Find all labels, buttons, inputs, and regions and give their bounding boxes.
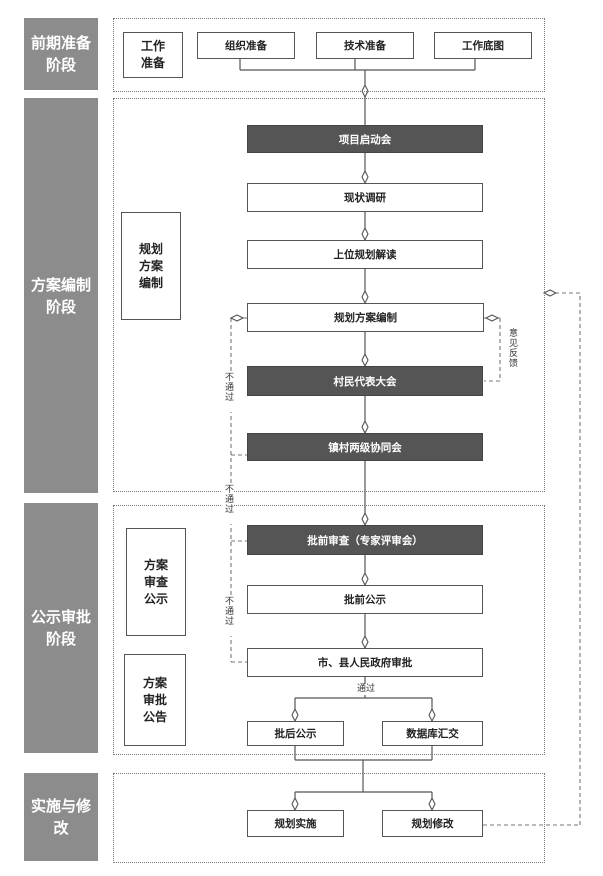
node-tech-prep-label: 技术准备 <box>344 40 386 52</box>
feedback-label: 意见反馈 <box>507 328 517 368</box>
node-upper-plan: 上位规划解读 <box>247 240 483 269</box>
node-pre-review: 批前审查（专家评审会） <box>247 525 483 555</box>
side-box-review-publicity: 方案审查公示 <box>126 528 186 636</box>
node-upper-plan-label: 上位规划解读 <box>333 249 397 261</box>
phase-prep-label: 前期准备阶段 <box>31 34 92 74</box>
node-gov-approval-label: 市、县人民政府审批 <box>317 657 413 669</box>
not-pass-label-2: 不通过 <box>222 484 233 524</box>
pass-label: 通过 <box>356 684 377 695</box>
node-tech-prep: 技术准备 <box>316 32 414 59</box>
panel-compile <box>113 98 545 492</box>
side-box-review-publicity-label: 方案审查公示 <box>143 557 168 606</box>
node-town-village-meeting-label: 镇村两级协同会 <box>328 441 402 454</box>
not-pass-label-1: 不通过 <box>222 372 233 412</box>
node-modify-plan-label: 规划修改 <box>411 818 454 830</box>
phase-prep: 前期准备阶段 <box>24 18 98 90</box>
side-box-work-prep: 工作准备 <box>123 32 183 78</box>
side-box-plan-compile-label: 规划方案编制 <box>138 241 163 290</box>
node-implement-plan: 规划实施 <box>247 810 344 837</box>
panel-prep <box>113 18 545 92</box>
node-base-map-label: 工作底图 <box>462 40 504 52</box>
phase-approve-label: 公示审批阶段 <box>31 608 92 648</box>
node-survey-label: 现状调研 <box>344 192 386 204</box>
node-kickoff-label: 项目启动会 <box>338 133 392 146</box>
node-pre-publicity: 批前公示 <box>247 585 483 614</box>
node-town-village-meeting: 镇村两级协同会 <box>247 433 483 461</box>
node-kickoff: 项目启动会 <box>247 125 483 153</box>
node-database: 数据库汇交 <box>382 721 483 746</box>
node-villager-congress-label: 村民代表大会 <box>333 375 397 388</box>
not-pass-label-3: 不通过 <box>222 596 233 636</box>
node-post-publicity: 批后公示 <box>247 721 344 746</box>
node-org-prep: 组织准备 <box>197 32 295 59</box>
side-box-approval-notice-label: 方案审批公告 <box>142 675 167 724</box>
phase-compile-label: 方案编制阶段 <box>31 275 92 316</box>
node-pre-publicity-label: 批前公示 <box>344 594 386 606</box>
panel-approve <box>113 505 545 755</box>
node-gov-approval: 市、县人民政府审批 <box>247 648 483 677</box>
phase-implement-label: 实施与修改 <box>31 797 92 837</box>
node-database-label: 数据库汇交 <box>406 728 459 740</box>
node-modify-plan: 规划修改 <box>382 810 483 837</box>
node-org-prep-label: 组织准备 <box>225 40 267 52</box>
phase-implement: 实施与修改 <box>24 773 98 861</box>
node-post-publicity-label: 批后公示 <box>274 728 317 740</box>
phase-approve: 公示审批阶段 <box>24 503 98 753</box>
panel-implement <box>113 773 545 863</box>
node-plan-drafting-label: 规划方案编制 <box>334 312 397 324</box>
node-plan-drafting: 规划方案编制 <box>247 303 484 332</box>
side-box-plan-compile: 规划方案编制 <box>121 212 181 320</box>
node-villager-congress: 村民代表大会 <box>247 366 483 396</box>
node-base-map: 工作底图 <box>434 32 532 59</box>
node-pre-review-label: 批前审查（专家评审会） <box>307 534 423 547</box>
node-implement-plan-label: 规划实施 <box>274 818 317 830</box>
side-box-work-prep-label: 工作准备 <box>140 39 165 70</box>
phase-compile: 方案编制阶段 <box>24 98 98 493</box>
side-box-approval-notice: 方案审批公告 <box>124 654 186 746</box>
node-survey: 现状调研 <box>247 183 483 212</box>
